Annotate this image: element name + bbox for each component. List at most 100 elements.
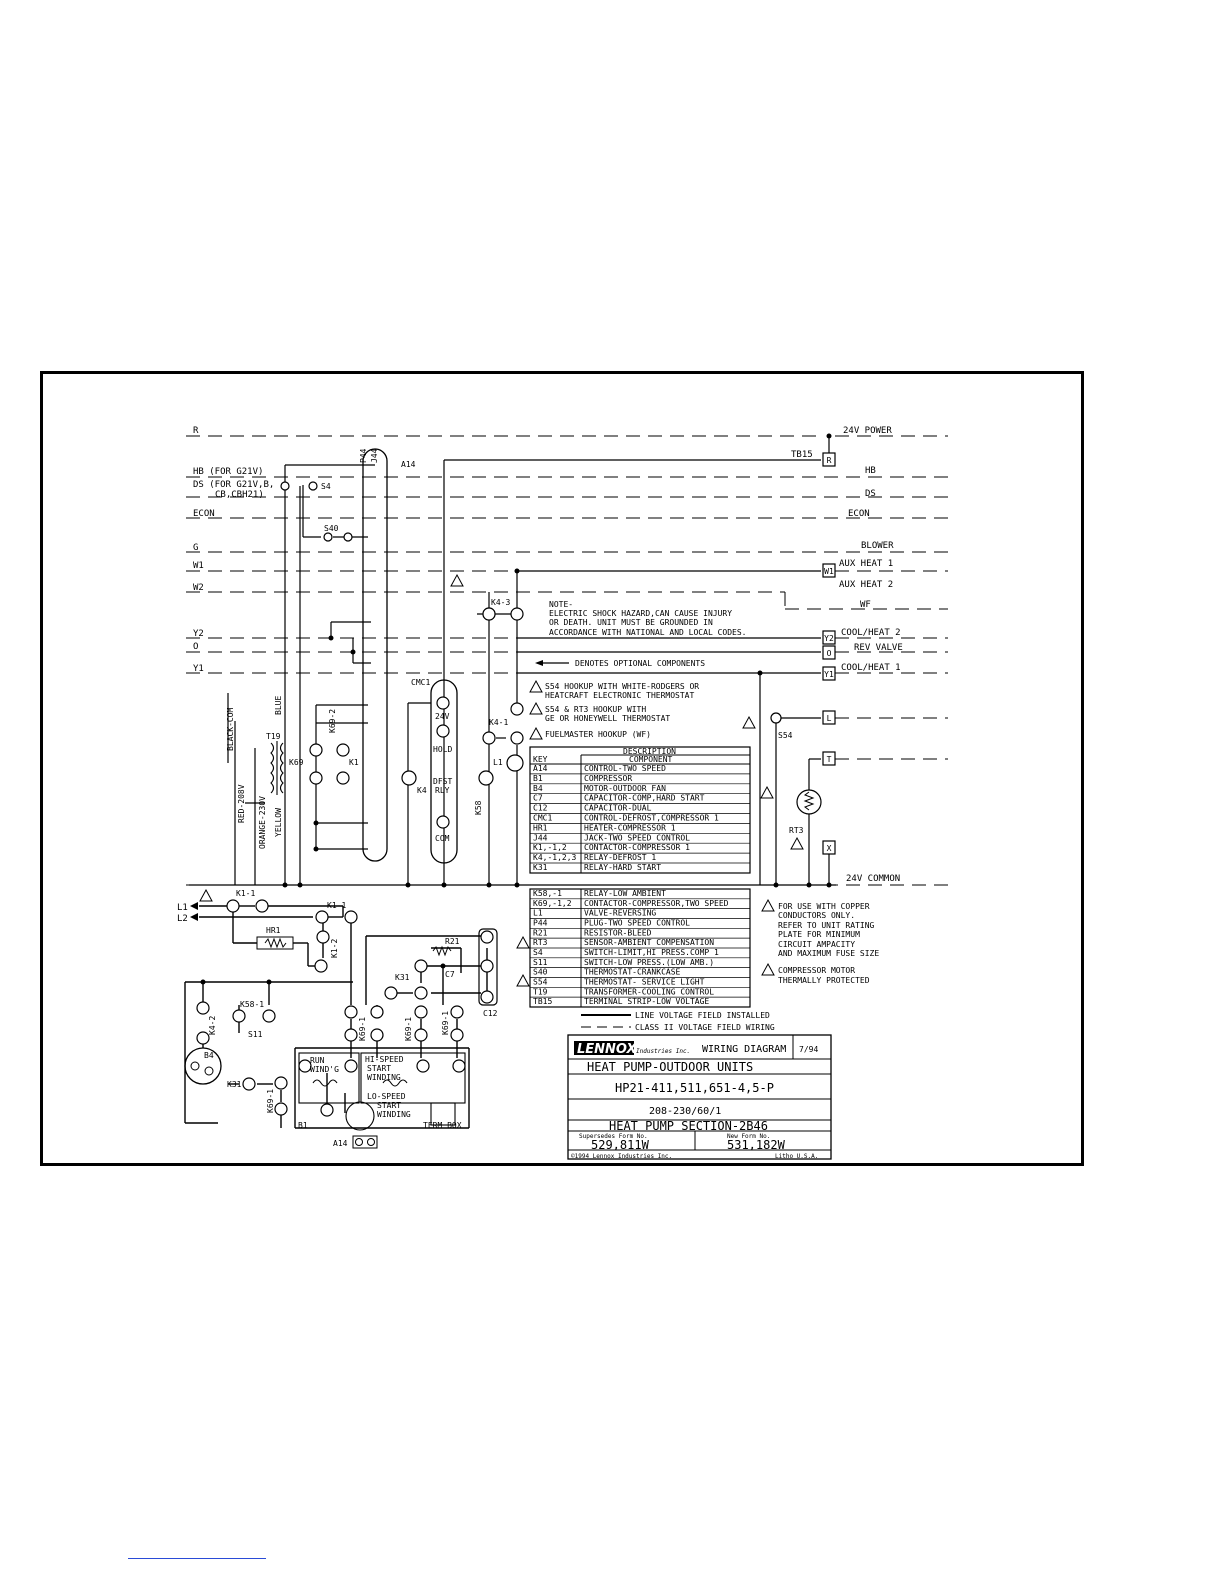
label-wind: WIND'G — [310, 1065, 339, 1074]
label-l2: L2 — [177, 914, 188, 924]
legend-component-cell: RESISTOR-BLEED — [584, 928, 652, 937]
legend-component-cell: JACK-TWO SPEED CONTROL — [584, 833, 690, 842]
label-k1: K1 — [349, 758, 359, 767]
litho: Litho U.S.A. — [775, 1153, 818, 1160]
label-b4: B4 — [204, 1051, 214, 1060]
note-copper-2: CONDUCTORS ONLY. — [778, 911, 855, 920]
terminal-r: R — [827, 456, 832, 465]
doc-date: 7/94 — [799, 1045, 818, 1054]
label-blue: BLUE — [274, 696, 283, 715]
legend-key-cell: R21 — [533, 928, 548, 937]
label-orange: ORANGE-230V — [258, 796, 267, 849]
terminal-l: L — [827, 714, 832, 723]
legend-key-cell: C12 — [533, 804, 548, 813]
note-s54-2a: S54 & RT3 HOOKUP WITH — [545, 705, 646, 714]
control-wiring — [189, 436, 836, 886]
label-rly: RLY — [435, 786, 450, 795]
legend-key-cell: B1 — [533, 774, 543, 783]
label-a14b: A14 — [333, 1139, 348, 1148]
label-coolheat1: COOL/HEAT 1 — [841, 663, 901, 673]
label-k691b: K69-1 — [404, 1017, 413, 1041]
label-k11a: K1-1 — [236, 889, 255, 898]
label-hr1: HR1 — [266, 926, 281, 935]
doc-type: WIRING DIAGRAM — [702, 1044, 786, 1055]
terminal-strip-boxes — [822, 452, 836, 855]
new-form-label: New Form No. — [727, 1133, 770, 1140]
legend-key-cell: B4 — [533, 784, 543, 793]
legend-component-cell: CONTACTOR-COMPRESSOR 1 — [584, 843, 690, 852]
legend-key-cell: S11 — [533, 958, 548, 967]
title-line-1: HEAT PUMP-OUTDOOR UNITS — [587, 1060, 753, 1074]
note-s54-2b: GE OR HONEYWELL THERMOSTAT — [545, 714, 670, 723]
terminal-circles — [196, 481, 822, 1117]
label-lospeed: LO-SPEED — [367, 1092, 406, 1101]
label-b1: B1 — [298, 1121, 308, 1130]
label-red: RED-208V — [237, 784, 246, 823]
label-dfst: DFST — [433, 777, 452, 786]
note-copper-1: FOR USE WITH COPPER — [778, 902, 870, 911]
label-k58: K58 — [474, 800, 483, 815]
label-winding: WINDING — [367, 1073, 401, 1082]
label-k43: K4-3 — [491, 598, 510, 607]
label-k691d: K69-1 — [266, 1089, 275, 1113]
r21-resistor — [432, 945, 452, 957]
legend-key-cell: CMC1 — [533, 814, 552, 823]
legend-key-cell: RT3 — [533, 938, 548, 947]
note-copper-4: PLATE FOR MINIMUM — [778, 930, 860, 939]
terminal-y2: Y2 — [824, 634, 834, 643]
a14-plug — [352, 1135, 378, 1149]
label-k691a: K69-1 — [358, 1017, 367, 1041]
label-g: G — [193, 543, 198, 553]
legend-key-cell: K31 — [533, 863, 548, 872]
label-hold: HOLD — [433, 745, 452, 754]
label-w1: W1 — [193, 561, 204, 571]
legend-component-cell: VALVE-REVERSING — [584, 909, 656, 918]
label-hb-right: HB — [865, 466, 876, 476]
label-k69: K69 — [289, 758, 304, 767]
legend-component-cell: CONTROL-DEFROST,COMPRESSOR 1 — [584, 814, 719, 823]
label-winding2: WINDING — [377, 1110, 411, 1119]
terminal-x: X — [827, 844, 832, 853]
label-k581: K58-1 — [240, 1000, 264, 1009]
legend-key-cell: C7 — [533, 794, 543, 803]
label-aux1: AUX HEAT 1 — [839, 559, 893, 569]
note-line-3: ACCORDANCE WITH NATIONAL AND LOCAL CODES… — [549, 628, 746, 637]
label-w2: W2 — [193, 583, 204, 593]
legend-key-cell: A14 — [533, 764, 548, 773]
legend-component-cell: RELAY-LOW AMBIENT — [584, 889, 666, 898]
label-24v-common: 24V COMMON — [846, 874, 900, 884]
label-k31b: K31 — [227, 1080, 242, 1089]
title-line-2: HP21-411,511,651-4,5-P — [615, 1081, 774, 1095]
diagram-frame: R HB (FOR G21V) DS (FOR G21V,B, CB,CBH21… — [40, 371, 1084, 1166]
label-y2: Y2 — [193, 629, 204, 639]
note-copper-3: REFER TO UNIT RATING — [778, 921, 875, 930]
note-compressor-1: COMPRESSOR MOTOR — [778, 966, 855, 975]
rt3-sensor — [803, 791, 815, 811]
title-line-4: HEAT PUMP SECTION-2B46 — [609, 1119, 768, 1133]
line-voltage-wiring — [184, 905, 488, 1129]
label-s40: S40 — [324, 524, 339, 533]
t19-transformer — [270, 741, 284, 795]
label-l1: L1 — [177, 903, 188, 913]
note-line-1: ELECTRIC SHOCK HAZARD,CAN CAUSE INJURY — [549, 609, 732, 618]
label-econ: ECON — [193, 509, 215, 519]
legend-component: COMPONENT — [629, 755, 673, 764]
label-s4: S4 — [321, 482, 331, 491]
label-econ-right: ECON — [848, 509, 870, 519]
legend-component-cell: CONTACTOR-COMPRESSOR,TWO SPEED — [584, 899, 729, 908]
a14-control-board — [362, 448, 388, 862]
label-black: BLACK-COM — [226, 707, 235, 751]
label-run: RUN — [310, 1056, 325, 1065]
legend-key-cell: L1 — [533, 909, 543, 918]
label-y1: Y1 — [193, 664, 204, 674]
terminal-t: T — [827, 755, 832, 764]
label-r21: R21 — [445, 937, 460, 946]
legend-key-cell: P44 — [533, 918, 548, 927]
legend-component-cell: SWITCH-LOW PRESS.(LOW AMB.) — [584, 958, 714, 967]
note-s54-1a: S54 HOOKUP WITH WHITE-RODGERS OR — [545, 682, 699, 691]
label-start: START — [367, 1064, 391, 1073]
label-l1-comp: L1 — [493, 758, 503, 767]
note-optional: DENOTES OPTIONAL COMPONENTS — [575, 659, 705, 668]
